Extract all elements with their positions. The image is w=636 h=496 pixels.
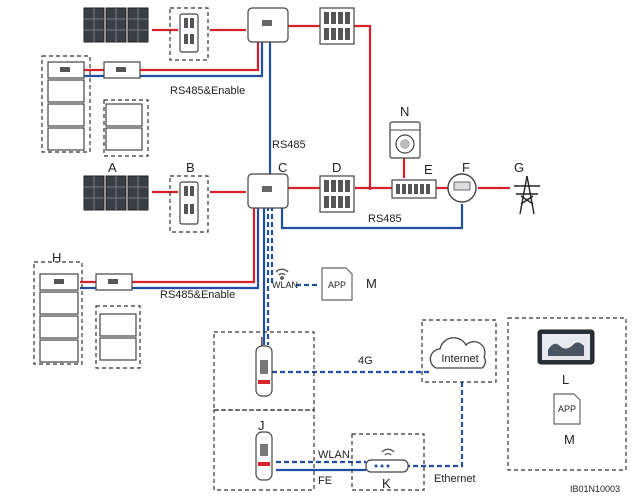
inverter-icon-top — [247, 7, 289, 43]
power-line-breaker-down — [353, 24, 372, 190]
label-h: H — [52, 250, 61, 265]
router-icon — [365, 448, 409, 473]
inverter-icon-c — [247, 173, 289, 209]
battery-group-box-top-left — [41, 55, 91, 153]
battery-group-box-h-right — [95, 305, 141, 369]
comm-line-ethernet — [408, 382, 464, 468]
label-j: J — [258, 418, 265, 433]
label-g: G — [514, 160, 524, 175]
label-l: L — [562, 372, 569, 387]
router-box-k — [351, 433, 425, 491]
battery-stack-icon-h-right — [95, 273, 137, 361]
load-panel-icon — [391, 179, 437, 199]
rs485-label-meter: RS485 — [368, 213, 402, 225]
switch-box-b — [169, 175, 209, 233]
label-i: I — [260, 334, 264, 349]
dc-switch-icon-top — [179, 13, 199, 53]
dongle-icon-i — [255, 345, 273, 397]
comm-line-rs485-meter — [280, 204, 464, 230]
ethernet-label: Ethernet — [434, 473, 476, 485]
dc-switch-icon-b — [179, 181, 199, 225]
ac-breaker-icon-d — [319, 175, 355, 213]
label-k: K — [382, 476, 391, 491]
label-m-right: M — [564, 432, 575, 447]
cloud-icon: Internet — [429, 337, 486, 369]
app-icon-m: APP — [321, 267, 353, 301]
label-b: B — [186, 160, 195, 175]
grid-tower-icon — [514, 175, 540, 215]
app-icon-text: APP — [328, 280, 346, 290]
dongle-icon-j — [255, 431, 273, 481]
app-display-box — [507, 317, 627, 471]
display-screen-icon — [537, 329, 595, 365]
label-m-middle: M — [366, 276, 377, 291]
wifi-icon-app — [275, 268, 289, 280]
pv-panel-icon-top — [83, 7, 149, 43]
app-icon-m-right: APP — [553, 393, 581, 425]
ac-breaker-icon-top — [319, 7, 355, 45]
dongle-box-j — [213, 409, 315, 491]
battery-stack-icon-h-left — [39, 273, 79, 363]
label-n: N — [400, 104, 409, 119]
rs485-enable-label-top: RS485&Enable — [170, 85, 245, 97]
battery-stack-icon-top-right — [103, 61, 143, 151]
app-icon-right-text: APP — [558, 404, 576, 414]
label-d: D — [332, 160, 341, 175]
wlan-label-app: WLAN — [272, 280, 298, 290]
power-meter-icon — [447, 173, 477, 203]
battery-group-box-top-right — [103, 99, 149, 157]
rs485-enable-label-bottom: RS485&Enable — [160, 289, 235, 301]
comm-line-battery-inverter-top — [140, 42, 264, 78]
label-c: C — [278, 160, 287, 175]
power-line-battery-inverter-top — [140, 42, 260, 72]
label-a: A — [108, 160, 117, 175]
label-f: F — [462, 160, 470, 175]
battery-stack-icon-top-left — [47, 61, 85, 151]
washing-machine-icon — [389, 121, 421, 159]
document-id: IB01N10003 — [570, 484, 620, 494]
battery-group-box-h-left — [33, 261, 83, 365]
fe-label: FE — [318, 475, 332, 487]
comm-line-battery-inverter-bottom — [132, 206, 260, 290]
rs485-label-vertical: RS485 — [272, 139, 306, 151]
internet-label: Internet — [441, 353, 478, 365]
label-e: E — [424, 162, 433, 177]
internet-box — [421, 319, 497, 383]
switch-box-top — [169, 7, 209, 61]
power-line-battery-inverter-bottom — [132, 206, 256, 284]
pv-panel-icon-a — [83, 175, 149, 211]
wlan-label-k: WLAN — [318, 449, 350, 461]
four-g-label: 4G — [358, 355, 373, 367]
